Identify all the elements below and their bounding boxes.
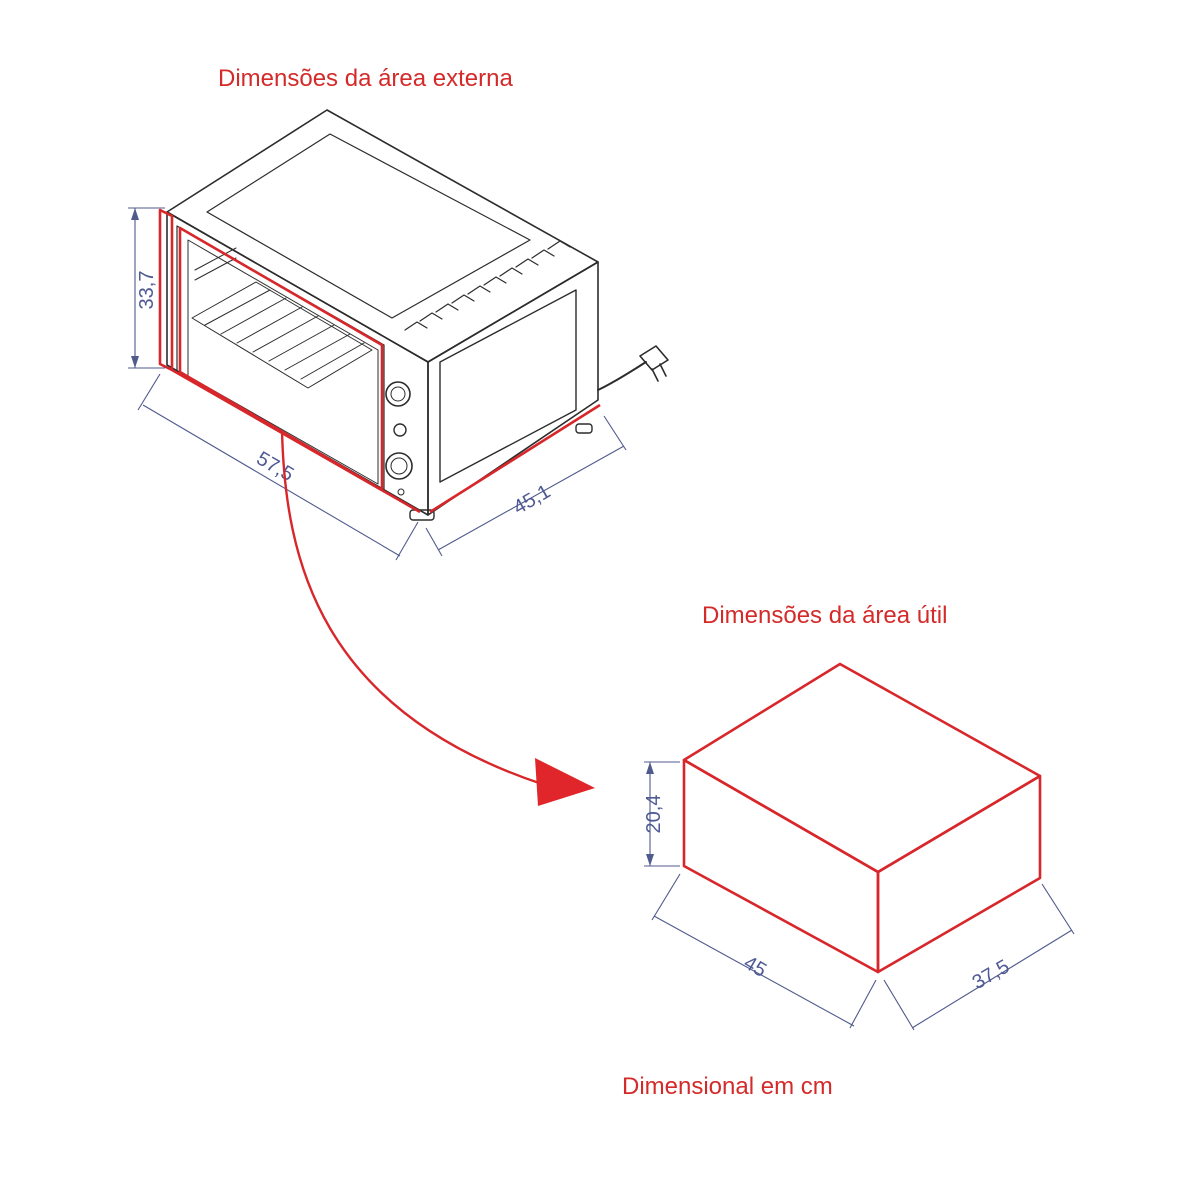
useful-area-title: Dimensões da área útil (702, 602, 947, 629)
oven-knob-bottom-inner (390, 457, 408, 475)
oven-indicator-light (393, 423, 407, 437)
external-width-label: 57,5 (253, 448, 298, 487)
oven-top-face (166, 109, 599, 363)
oven-foot-back (575, 423, 593, 434)
useful-height-dimension: 20,4 (643, 761, 680, 867)
useful-height-label: 20,4 (643, 795, 665, 834)
oven-side-panel (439, 289, 577, 483)
oven-rack (191, 247, 373, 389)
oven-vents (404, 240, 571, 331)
oven-door (176, 225, 385, 493)
oven-top-panel (206, 133, 531, 319)
external-depth-label: 45,1 (510, 481, 555, 520)
external-height-label: 33,7 (136, 271, 158, 310)
external-height-dimension: 33,7 (128, 207, 165, 369)
oven-door-glass (187, 239, 379, 485)
arrow-head-icon (535, 758, 595, 806)
oven-foot-front (409, 509, 435, 521)
units-note: Dimensional em cm (622, 1073, 833, 1100)
arrow-curve (280, 429, 543, 786)
box-right-face (876, 774, 1042, 974)
bottom-highlight (171, 368, 421, 514)
useful-depth-label: 37,5 (969, 956, 1014, 995)
oven-knob-top-inner (390, 386, 406, 402)
edge-highlight (158, 208, 174, 372)
oven-knob-top (385, 381, 411, 407)
box-left-face (682, 758, 880, 974)
useful-depth-dimension: 37,5 (883, 883, 1075, 1031)
useful-width-dimension: 45 (651, 873, 877, 1029)
oven-screw (397, 488, 405, 496)
oven-side-face (427, 261, 599, 516)
useful-area-box (682, 662, 1042, 974)
power-cord (597, 361, 647, 391)
box-top-face (682, 662, 1042, 874)
oven-knob-bottom (385, 452, 413, 480)
oven-drawing (158, 109, 669, 521)
plug-icon (639, 345, 669, 382)
external-width-dimension: 57,5 (137, 373, 419, 561)
useful-area-highlight (178, 226, 384, 492)
side-bottom-highlight (429, 403, 601, 514)
transition-arrow (280, 429, 595, 806)
external-area-title: Dimensões da área externa (218, 65, 513, 92)
